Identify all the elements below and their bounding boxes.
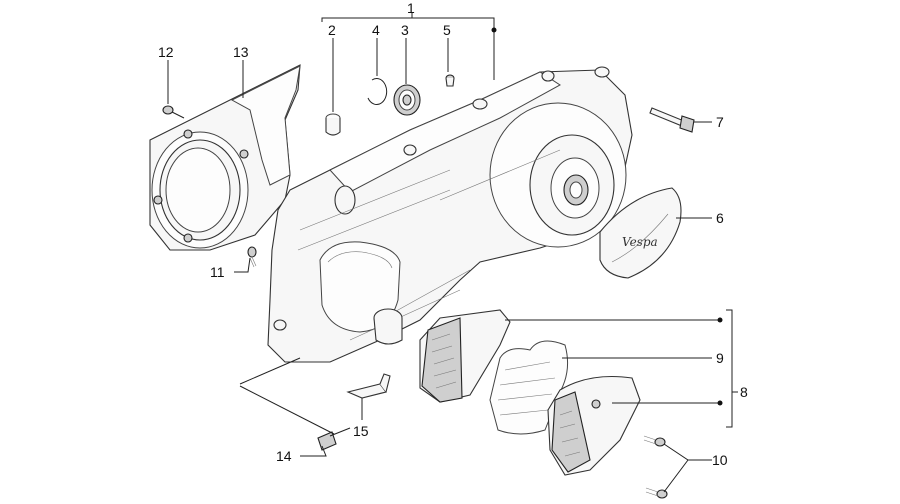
callout-1: 1 (407, 0, 415, 16)
callout-7: 7 (716, 114, 724, 130)
part-7-bolt (649, 107, 695, 133)
part-10-screws (643, 435, 668, 499)
callout-labels: 1 2 3 4 5 6 7 8 9 10 11 12 13 14 15 (158, 0, 748, 468)
callout-11: 11 (210, 264, 225, 280)
callout-5: 5 (443, 22, 451, 38)
part-14-bolt (317, 427, 351, 451)
callout-13: 13 (233, 44, 249, 60)
callout-9: 9 (716, 350, 724, 366)
callout-2: 2 (328, 22, 336, 38)
callout-6: 6 (716, 210, 724, 226)
callout-12: 12 (158, 44, 174, 60)
part-12-screw (162, 105, 185, 119)
part-13-heat-shield (149, 64, 301, 251)
part-6-vespa-cover: Vespa (599, 187, 682, 279)
part-4-circlip (367, 78, 388, 105)
callout-15: 15 (353, 423, 369, 439)
vespa-logo-text: Vespa (622, 235, 658, 249)
callout-8: 8 (740, 384, 748, 400)
callout-10: 10 (712, 452, 728, 468)
part-2-bushing (325, 113, 341, 136)
part-8-filter-housing (419, 309, 511, 403)
leader-lines (167, 12, 738, 493)
part-11-screw (247, 246, 257, 268)
callout-3: 3 (401, 22, 409, 38)
callout-4: 4 (372, 22, 380, 38)
part-10-filter-cover (547, 375, 641, 476)
part-5-pin (445, 74, 455, 87)
part-3-bearing (393, 84, 421, 116)
part-1-transmission-cover (267, 66, 633, 363)
part-15-clip (346, 373, 391, 399)
callout-14: 14 (276, 448, 292, 464)
